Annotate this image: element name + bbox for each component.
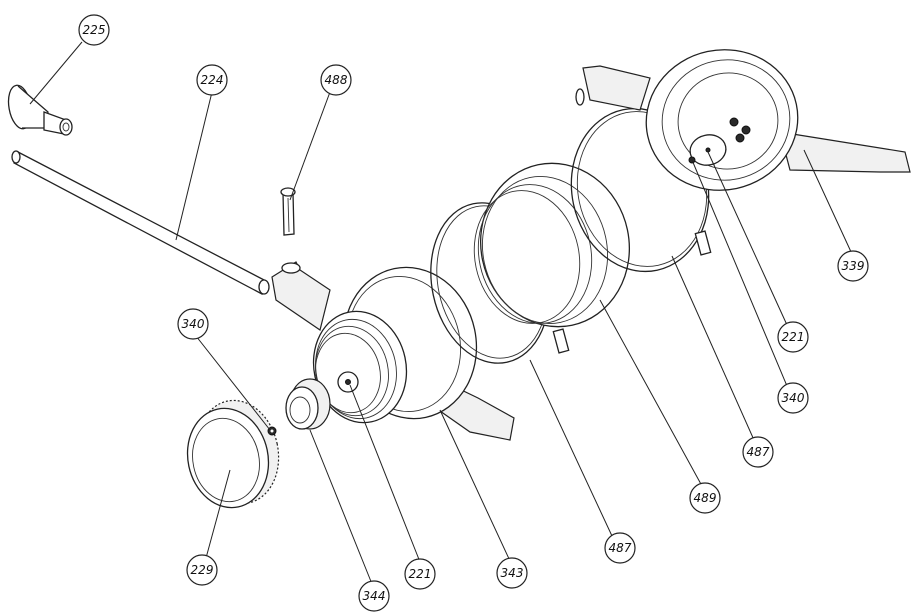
callout-487-left-text: 487: [609, 541, 632, 555]
callout-489-text: 489: [694, 491, 717, 505]
callout-343: 343: [497, 558, 527, 588]
callout-343-text: 343: [501, 566, 524, 580]
callout-225: 225: [79, 15, 109, 45]
callout-221-left: 221: [405, 559, 435, 589]
callout-487-left: 487: [605, 533, 635, 563]
callout-488: 488: [321, 65, 351, 95]
part-front-housing: [272, 255, 514, 440]
callout-487-right-text: 487: [747, 445, 770, 459]
callout-339: 339: [838, 251, 868, 281]
callout-221-left-text: 221: [409, 567, 432, 581]
part-disc-right: [687, 132, 728, 169]
callout-340-right: 340: [778, 383, 808, 413]
part-pin: [281, 188, 295, 235]
part-nut-left: [268, 427, 276, 435]
callout-221-right-text: 221: [782, 330, 805, 344]
callout-229: 229: [187, 555, 217, 585]
callout-339-text: 339: [842, 259, 865, 273]
callout-221-right: 221: [778, 322, 808, 352]
callout-340-right-text: 340: [782, 391, 805, 405]
part-rear-housing: [576, 36, 910, 205]
callout-229-text: 229: [191, 563, 214, 577]
callout-489: 489: [690, 483, 720, 513]
callout-344-text: 344: [363, 589, 386, 603]
callout-487-right: 487: [743, 437, 773, 467]
part-bellows: [462, 149, 644, 340]
callout-344: 344: [359, 581, 389, 611]
leader-lines: [30, 42, 852, 584]
callout-224-text: 224: [201, 73, 224, 87]
part-rod: [12, 151, 269, 294]
callout-488-text: 488: [325, 73, 348, 87]
callout-224: 224: [197, 65, 227, 95]
part-funnel: [5, 83, 72, 135]
part-knurled-cap: [178, 393, 287, 515]
part-knob: [286, 379, 330, 429]
callout-340-left: 340: [178, 309, 208, 339]
callout-225-text: 225: [83, 23, 106, 37]
callout-340-left-text: 340: [182, 317, 205, 331]
